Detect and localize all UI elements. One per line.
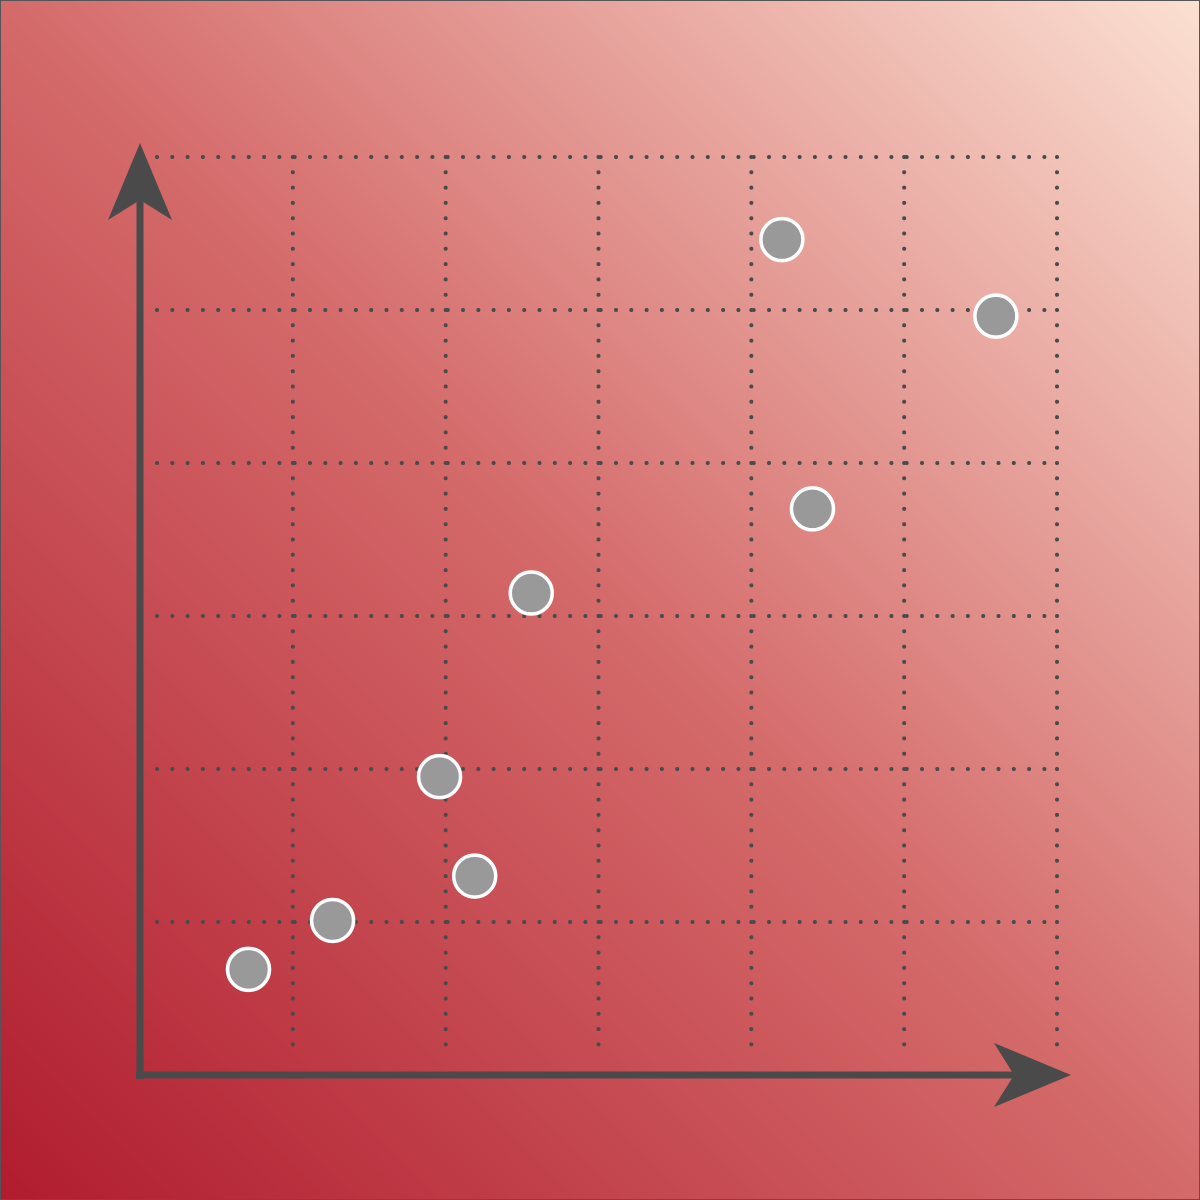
data-point <box>508 570 555 616</box>
data-points <box>225 216 1019 993</box>
data-point <box>759 216 805 263</box>
data-point <box>789 486 836 532</box>
data-point <box>451 853 498 899</box>
x-axis-arrowhead <box>994 1043 1071 1107</box>
y-axis-arrowhead <box>108 143 172 220</box>
data-point <box>416 753 463 800</box>
data-point <box>225 946 272 993</box>
axes <box>108 143 1071 1107</box>
data-point <box>973 293 1019 339</box>
grid-lines <box>155 155 1059 1055</box>
data-point <box>309 897 356 944</box>
